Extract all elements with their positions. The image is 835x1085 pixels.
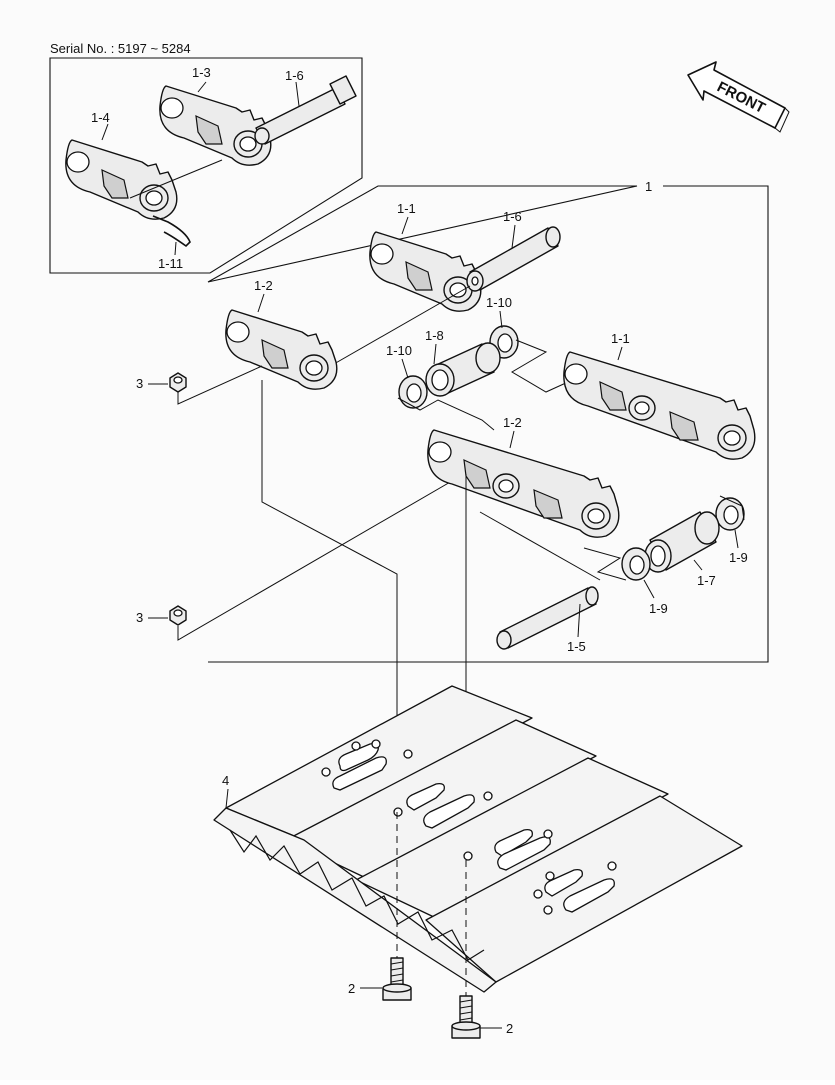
bolt-leader-left [261,380,398,808]
leader-1-1-right [617,346,623,361]
inset-leader-5 [174,241,177,256]
leader-pin-link-2 [479,511,601,581]
label-3-b: 3 [136,610,143,625]
label-1-9-b: 1-9 [649,601,668,616]
link-1-1-right [563,351,756,460]
seal-1-9-right [715,497,745,531]
inset-link-1-4 [65,139,178,220]
label-3-a: 3 [136,376,143,391]
seal-guide-a [511,339,569,393]
label-assy: 1 [645,179,652,194]
label-1-5: 1-5 [567,639,586,654]
leader-1-10-a [499,310,503,329]
label-1-6-main: 1-6 [503,209,522,224]
label-1-10-a: 1-10 [486,295,512,310]
label-2-a: 2 [348,981,355,996]
leader-1-2-left [257,293,265,313]
label-1-11: 1-11 [158,256,183,271]
label-1-2-left: 1-2 [254,278,273,293]
nut-3-upper [169,372,187,393]
inset-leader-3 [295,81,300,107]
label-2-b: 2 [506,1021,513,1036]
inset-link-1-3 [159,85,272,166]
inset-leader-2 [197,81,207,93]
leader-1-10-b [401,358,409,379]
bush-1-8 [425,342,501,397]
leader-1-2-mid [509,430,515,449]
leader-1-9-a [734,529,739,549]
inset-leader-1 [129,159,223,199]
label-1-1-top: 1-1 [397,201,416,216]
inset-clip-1-11 [152,215,191,248]
label-1-9-a: 1-9 [729,550,748,565]
label-1-1-right: 1-1 [611,331,630,346]
bolt-2-left [382,957,412,1001]
leader-1-1-top [401,216,409,235]
serial-number: Serial No. : 5197 ~ 5284 [50,41,191,56]
label-4: 4 [222,773,229,788]
label-1-2-mid: 1-2 [503,415,522,430]
label-1-3: 1-3 [192,65,211,80]
seal-guide-d [719,495,745,521]
leader-1-5 [577,603,581,638]
track-shoe-4 [213,685,743,993]
leader-1-9-b [643,579,655,599]
bolt-2-right [451,995,481,1039]
bush-1-7 [644,511,720,573]
seal-guide-b [397,397,495,431]
leader-nut-b [177,473,465,641]
label-1-10-b: 1-10 [386,343,412,358]
link-1-2-left [225,309,338,390]
link-1-1-top [369,231,482,312]
pin-1-5 [496,586,599,650]
assembly-frame [207,185,769,663]
inset-pin-1-6 [254,75,357,145]
leader-1-7 [693,559,703,571]
seal-guide-c [583,547,627,581]
seal-1-10-b [398,375,428,409]
label-1-7: 1-7 [697,573,716,588]
label-1-4: 1-4 [91,110,110,125]
label-1-6-inset: 1-6 [285,68,304,83]
seal-1-9-left [621,547,651,581]
leader-1-8 [433,343,437,365]
label-1-8: 1-8 [425,328,444,343]
inset-leader-4 [101,123,109,141]
nut-3-lower [169,605,187,626]
front-direction-arrow: FRONT [687,61,790,133]
inset-frame [49,57,363,274]
leader-nut-a [177,365,263,405]
leader-1-6 [511,224,516,249]
leader-pin-link [319,285,471,373]
pin-1-6 [466,226,561,292]
link-1-2-mid [427,429,620,538]
leader-4 [225,788,229,809]
